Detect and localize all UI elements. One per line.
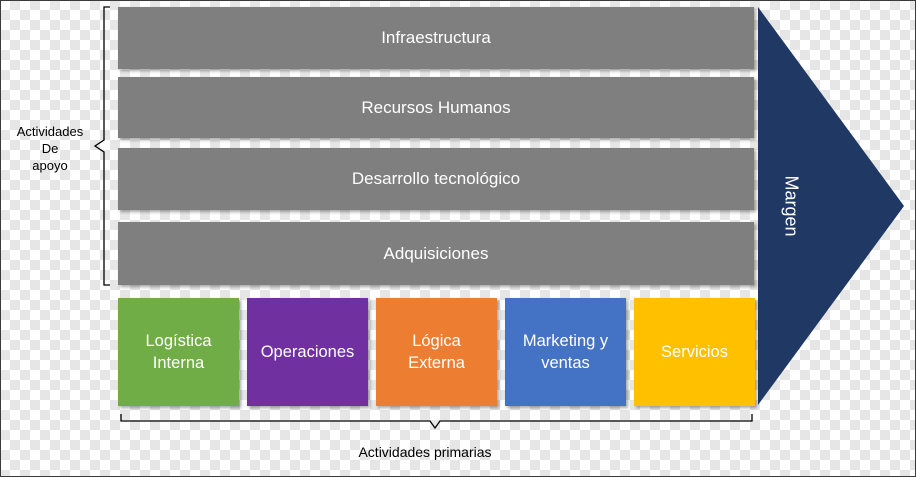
box-operaciones-line1: Operaciones [260, 343, 355, 361]
bar-recursos-humanos-label: Recursos Humanos [361, 97, 511, 117]
box-logica-externa-line1: Lógica [412, 332, 461, 350]
box-logistica-interna: Logística Interna [118, 298, 239, 406]
box-marketing-ventas-line1: Marketing y [522, 332, 609, 350]
margin-label: Margen [781, 175, 802, 237]
margin-arrow [758, 7, 904, 405]
box-operaciones: Operaciones [247, 298, 368, 406]
primary-activities-label: Actividades primarias [358, 444, 492, 460]
box-logistica-interna-line1: Logística [145, 332, 212, 350]
box-logica-externa: Lógica Externa [376, 298, 497, 406]
bar-adquisiciones-label: Adquisiciones [383, 243, 489, 263]
bar-desarrollo-tecnologico-label: Desarrollo tecnológico [351, 169, 521, 188]
support-label-line2: De [41, 141, 59, 156]
support-label-line3: apoyo [32, 158, 68, 173]
box-servicios-line1: Servicios [661, 343, 728, 361]
box-marketing-ventas: Marketing y ventas [505, 298, 626, 406]
bar-desarrollo-tecnologico: Desarrollo tecnológico [118, 148, 754, 210]
bar-recursos-humanos: Recursos Humanos [118, 77, 754, 138]
bar-infraestructura: Infraestructura [118, 7, 754, 69]
box-marketing-ventas-line2: ventas [541, 354, 590, 372]
support-brace [93, 6, 110, 286]
primary-brace [120, 414, 753, 430]
support-label-line1: Actividades [16, 124, 84, 139]
support-activities-label: Actividades De apoyo [6, 123, 94, 174]
box-logistica-interna-line2: Interna [152, 354, 205, 372]
bar-infraestructura-label: Infraestructura [381, 28, 491, 47]
box-logica-externa-line2: Externa [408, 354, 465, 372]
bar-adquisiciones: Adquisiciones [118, 222, 754, 285]
box-servicios: Servicios [634, 298, 755, 406]
